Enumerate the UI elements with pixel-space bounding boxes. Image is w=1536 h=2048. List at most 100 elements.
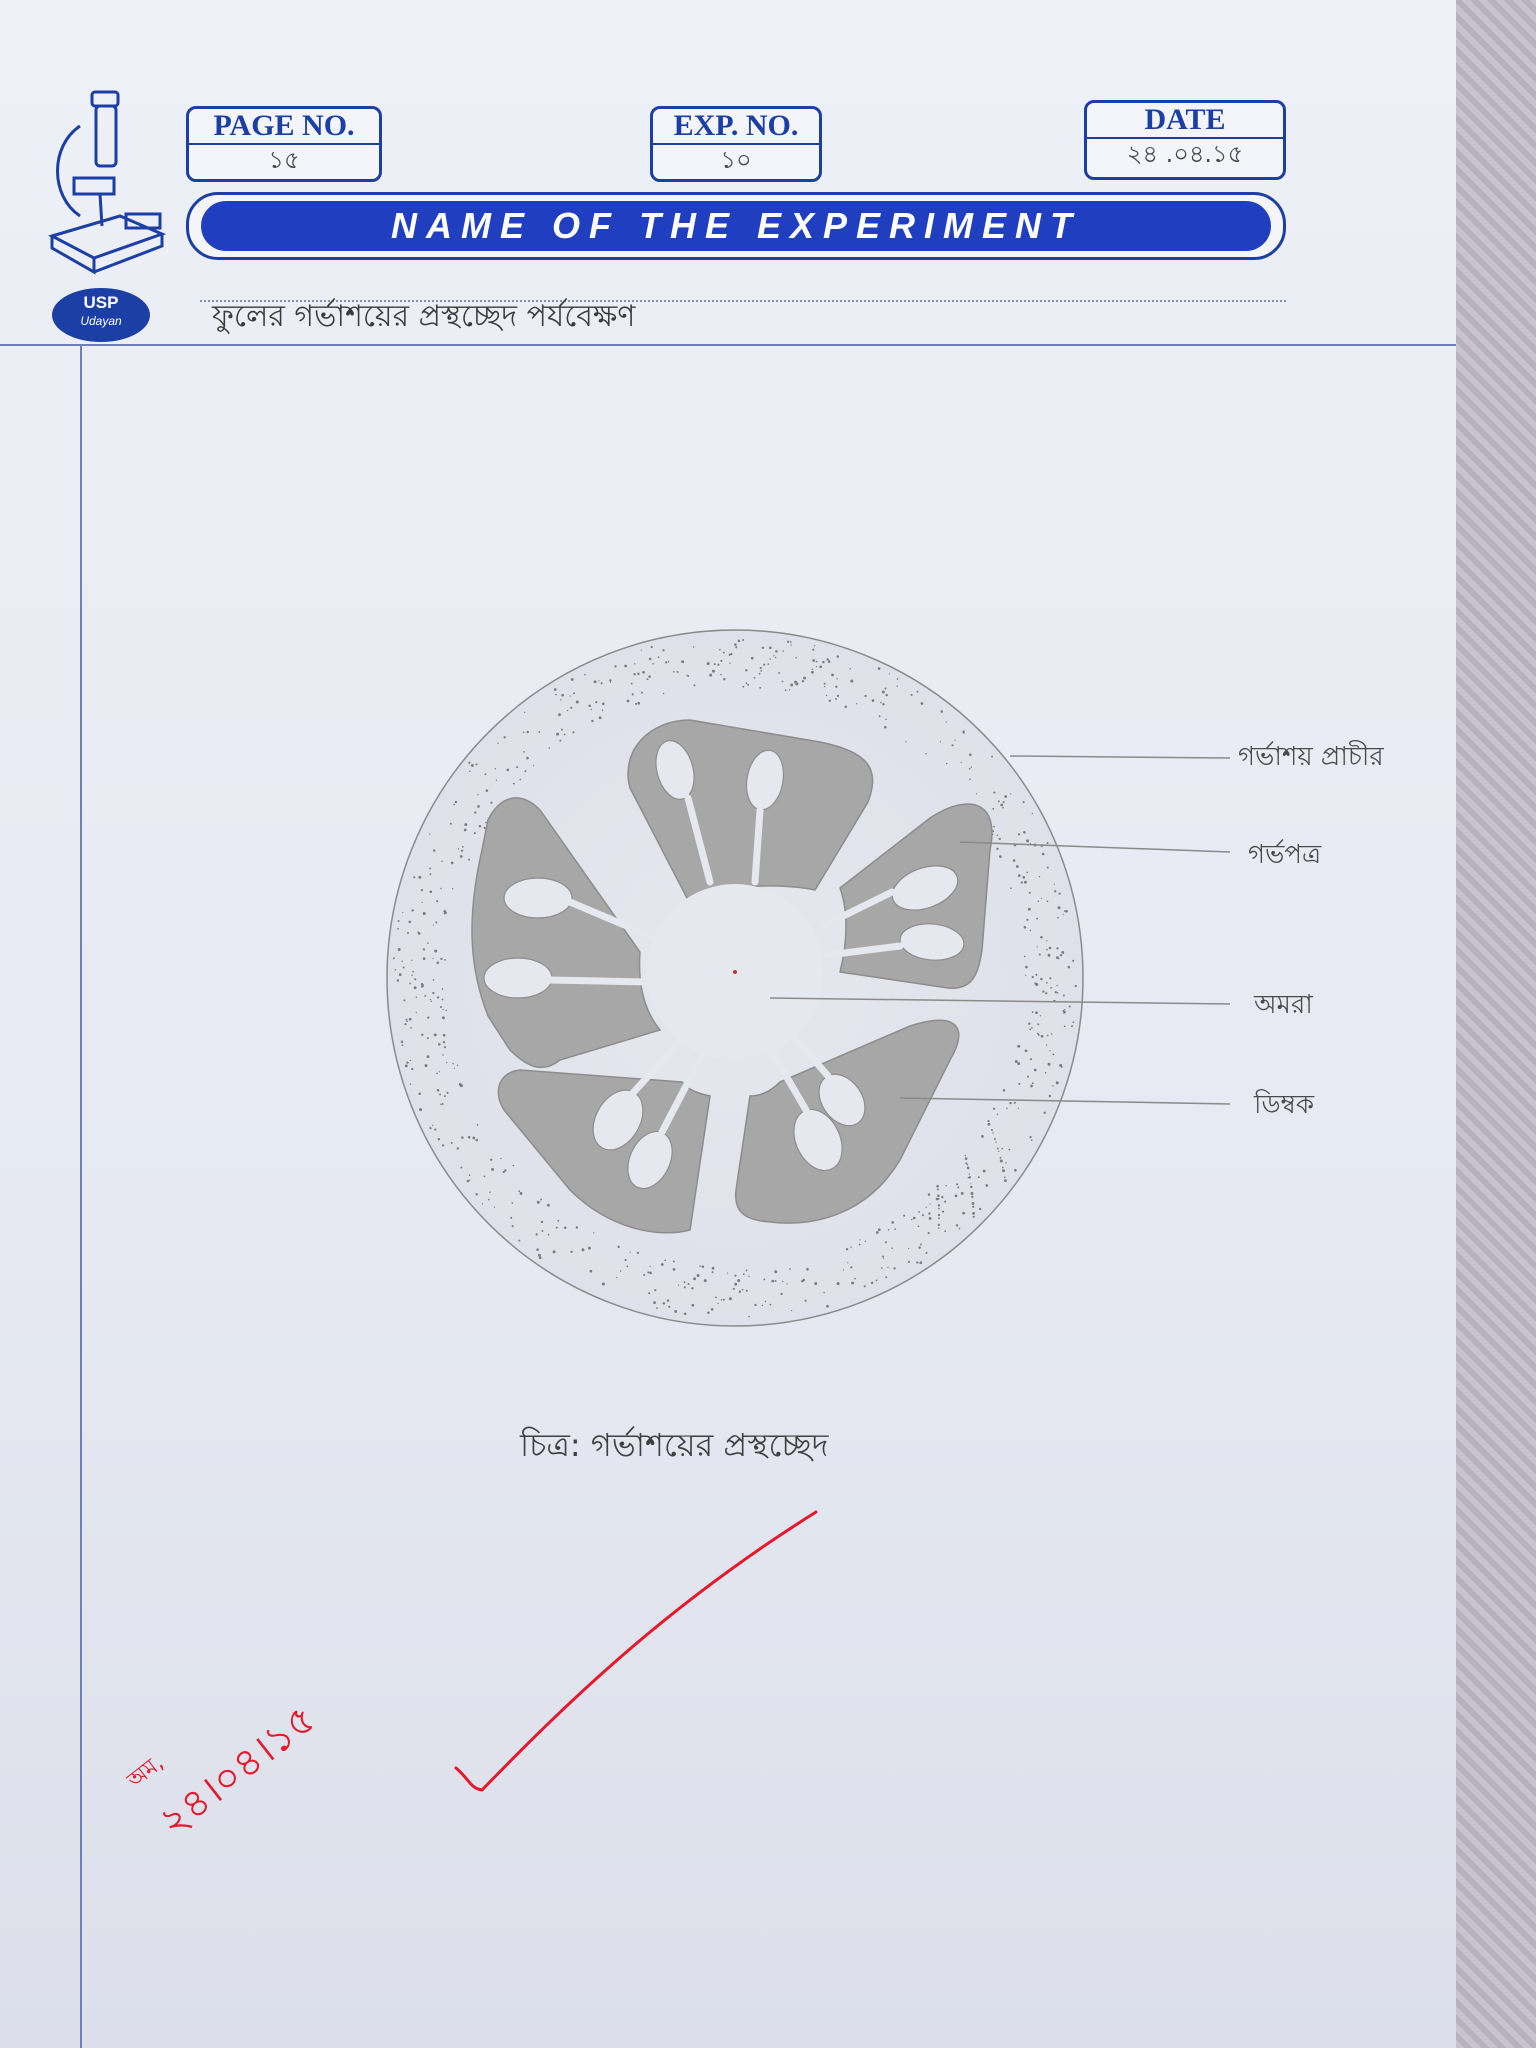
stipple-dot (660, 1263, 664, 1266)
stipple-dot (459, 855, 463, 858)
stipple-dot (995, 1141, 997, 1143)
stipple-dot (968, 767, 971, 770)
stipple-dot (634, 663, 636, 665)
stipple-dot (563, 1226, 567, 1230)
stipple-dot (864, 1240, 867, 1242)
stipple-dot (806, 1267, 809, 1271)
stipple-dot (560, 699, 562, 701)
stipple-dot (1017, 1044, 1021, 1048)
stipple-dot (775, 650, 778, 653)
stipple-dot (1025, 965, 1028, 969)
stipple-dot (1000, 803, 1004, 807)
stipple-dot (664, 1259, 667, 1262)
stipple-dot (955, 1224, 959, 1227)
stipple-dot (880, 701, 882, 704)
stipple-dot (1028, 891, 1031, 894)
stipple-dot (400, 1040, 404, 1044)
stipple-dot (563, 733, 566, 736)
stipple-dot (474, 811, 477, 814)
stipple-dot (512, 1164, 515, 1167)
stipple-dot (836, 694, 840, 698)
stipple-dot (761, 1304, 764, 1307)
stipple-dot (640, 691, 643, 694)
stipple-dot (672, 1260, 675, 1263)
stipple-dot (985, 1184, 989, 1187)
stipple-dot (441, 860, 443, 862)
stipple-dot (745, 1269, 748, 1272)
stipple-dot (683, 1286, 686, 1289)
stipple-dot (970, 1192, 974, 1195)
stipple-dot (662, 692, 665, 695)
stipple-dot (584, 673, 586, 676)
stipple-dot (910, 1218, 913, 1221)
stipple-dot (415, 1011, 417, 1014)
stipple-dot (593, 1232, 595, 1234)
stipple-dot (741, 1288, 744, 1291)
stipple-dot (1062, 994, 1065, 997)
stipple-dot (441, 1016, 445, 1020)
stipple-dot (917, 1225, 920, 1228)
stipple-dot (693, 684, 696, 687)
stipple-dot (457, 848, 460, 850)
stipple-dot (730, 652, 733, 656)
stipple-dot (1057, 906, 1061, 910)
stipple-dot (487, 1198, 490, 1201)
stipple-dot (450, 861, 454, 865)
stipple-dot (476, 1124, 479, 1126)
stipple-dot (436, 1072, 438, 1075)
stipple-dot (398, 973, 402, 976)
stipple-dot (601, 1282, 605, 1286)
stipple-dot (742, 685, 745, 688)
stipple-dot (910, 693, 913, 696)
stipple-dot (908, 1247, 910, 1250)
stipple-dot (536, 1200, 540, 1204)
stipple-dot (1041, 852, 1045, 856)
stipple-dot (445, 1061, 448, 1064)
stipple-dot (1024, 1049, 1028, 1053)
stipple-dot (1029, 1028, 1032, 1031)
stipple-dot (411, 959, 413, 961)
stipple-dot (823, 682, 826, 685)
stipple-dot (706, 662, 710, 666)
stipple-dot (882, 703, 885, 706)
stipple-dot (723, 677, 726, 681)
stipple-dot (555, 693, 557, 696)
stipple-dot (538, 1256, 542, 1260)
stipple-dot (814, 1282, 818, 1286)
teacher-signature: অম, ২৪।০৪।১৫ (120, 1656, 332, 1855)
stipple-dot (748, 1275, 750, 1278)
stipple-dot (707, 1311, 710, 1314)
stipple-dot (811, 668, 814, 671)
stipple-dot (573, 692, 576, 695)
stipple-dot (616, 1276, 618, 1279)
stipple-dot (640, 649, 642, 651)
stipple-dot (1074, 984, 1077, 988)
stipple-dot (403, 999, 406, 1002)
wall-stipple (392, 639, 1077, 1318)
stipple-dot (404, 1022, 407, 1026)
stipple-dot (497, 742, 499, 744)
stipple-dot (460, 1166, 463, 1169)
stipple-dot (715, 1296, 717, 1299)
stipple-dot (441, 1102, 444, 1106)
stipple-dot (495, 779, 498, 781)
stipple-dot (786, 640, 790, 643)
stipple-dot (536, 1248, 539, 1251)
stipple-dot (676, 670, 679, 673)
stipple-dot (648, 657, 652, 661)
stipple-dot (1058, 892, 1061, 895)
stipple-dot (964, 1154, 967, 1157)
experiment-number-box: EXP. NO. ১০ (650, 106, 822, 182)
stipple-dot (962, 730, 965, 734)
stipple-dot (617, 1245, 620, 1249)
stipple-dot (936, 1188, 939, 1191)
stipple-dot (836, 1282, 840, 1286)
stipple-dot (609, 679, 612, 682)
stipple-dot (1008, 1148, 1011, 1151)
figure-caption: চিত্র: গর্ভাশয়ের প্রস্থচ্ছেদ (520, 1426, 829, 1464)
stipple-dot (774, 656, 777, 659)
stipple-dot (434, 949, 438, 953)
stipple-dot (945, 762, 948, 765)
stipple-dot (794, 680, 797, 684)
stipple-dot (815, 660, 818, 663)
